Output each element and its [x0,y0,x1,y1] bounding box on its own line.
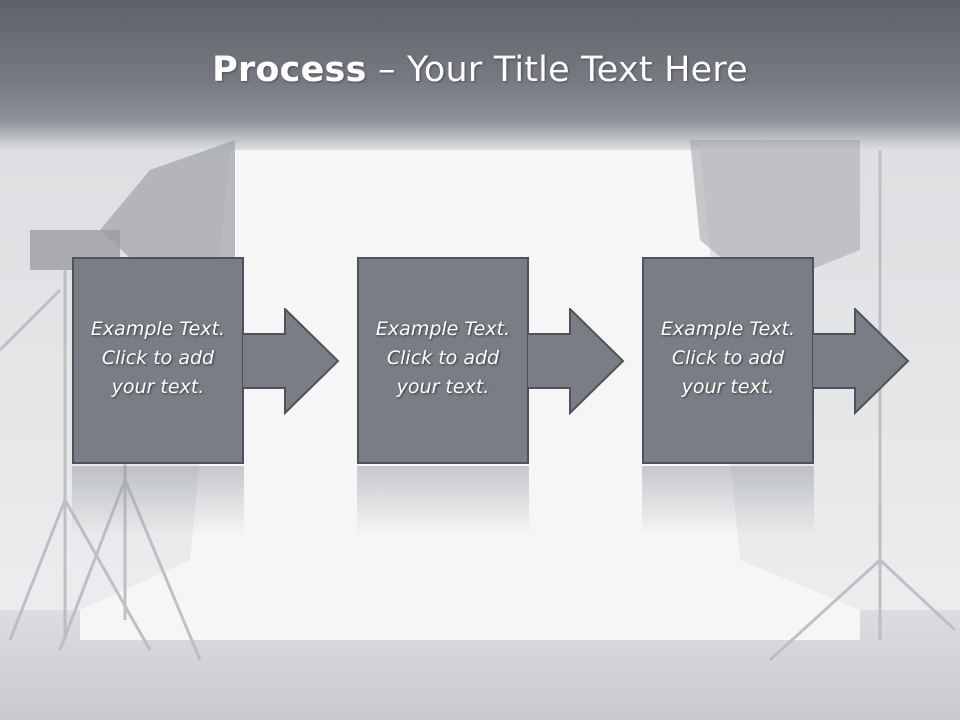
right-arrow-icon [243,308,340,416]
step-2-text[interactable]: Example Text. Click to add your text. [359,315,527,402]
process-step-2[interactable]: Example Text. Click to add your text. [357,257,529,464]
step-2-reflection [357,466,529,536]
step-3-line-3: your text. [681,376,775,398]
step-2-line-2: Click to add [386,347,500,369]
title-band [0,0,960,150]
step-3-reflection [642,466,814,536]
step-2-line-1: Example Text. [375,318,511,340]
right-arrow-icon [528,308,625,416]
process-step-1[interactable]: Example Text. Click to add your text. [72,257,244,464]
title-rest: – Your Title Text Here [366,50,748,90]
step-1-line-2: Click to add [101,347,215,369]
right-arrow-icon [813,308,910,416]
step-3-line-2: Click to add [671,347,785,369]
step-1-reflection [72,466,244,536]
step-2-line-3: your text. [396,376,490,398]
step-1-text[interactable]: Example Text. Click to add your text. [74,315,242,402]
step-1-line-3: your text. [111,376,205,398]
step-3-line-1: Example Text. [660,318,796,340]
step-3-text[interactable]: Example Text. Click to add your text. [644,315,812,402]
step-1-line-1: Example Text. [90,318,226,340]
title-bold: Process [212,50,367,90]
process-step-3[interactable]: Example Text. Click to add your text. [642,257,814,464]
page-title: Process – Your Title Text Here [0,50,960,90]
